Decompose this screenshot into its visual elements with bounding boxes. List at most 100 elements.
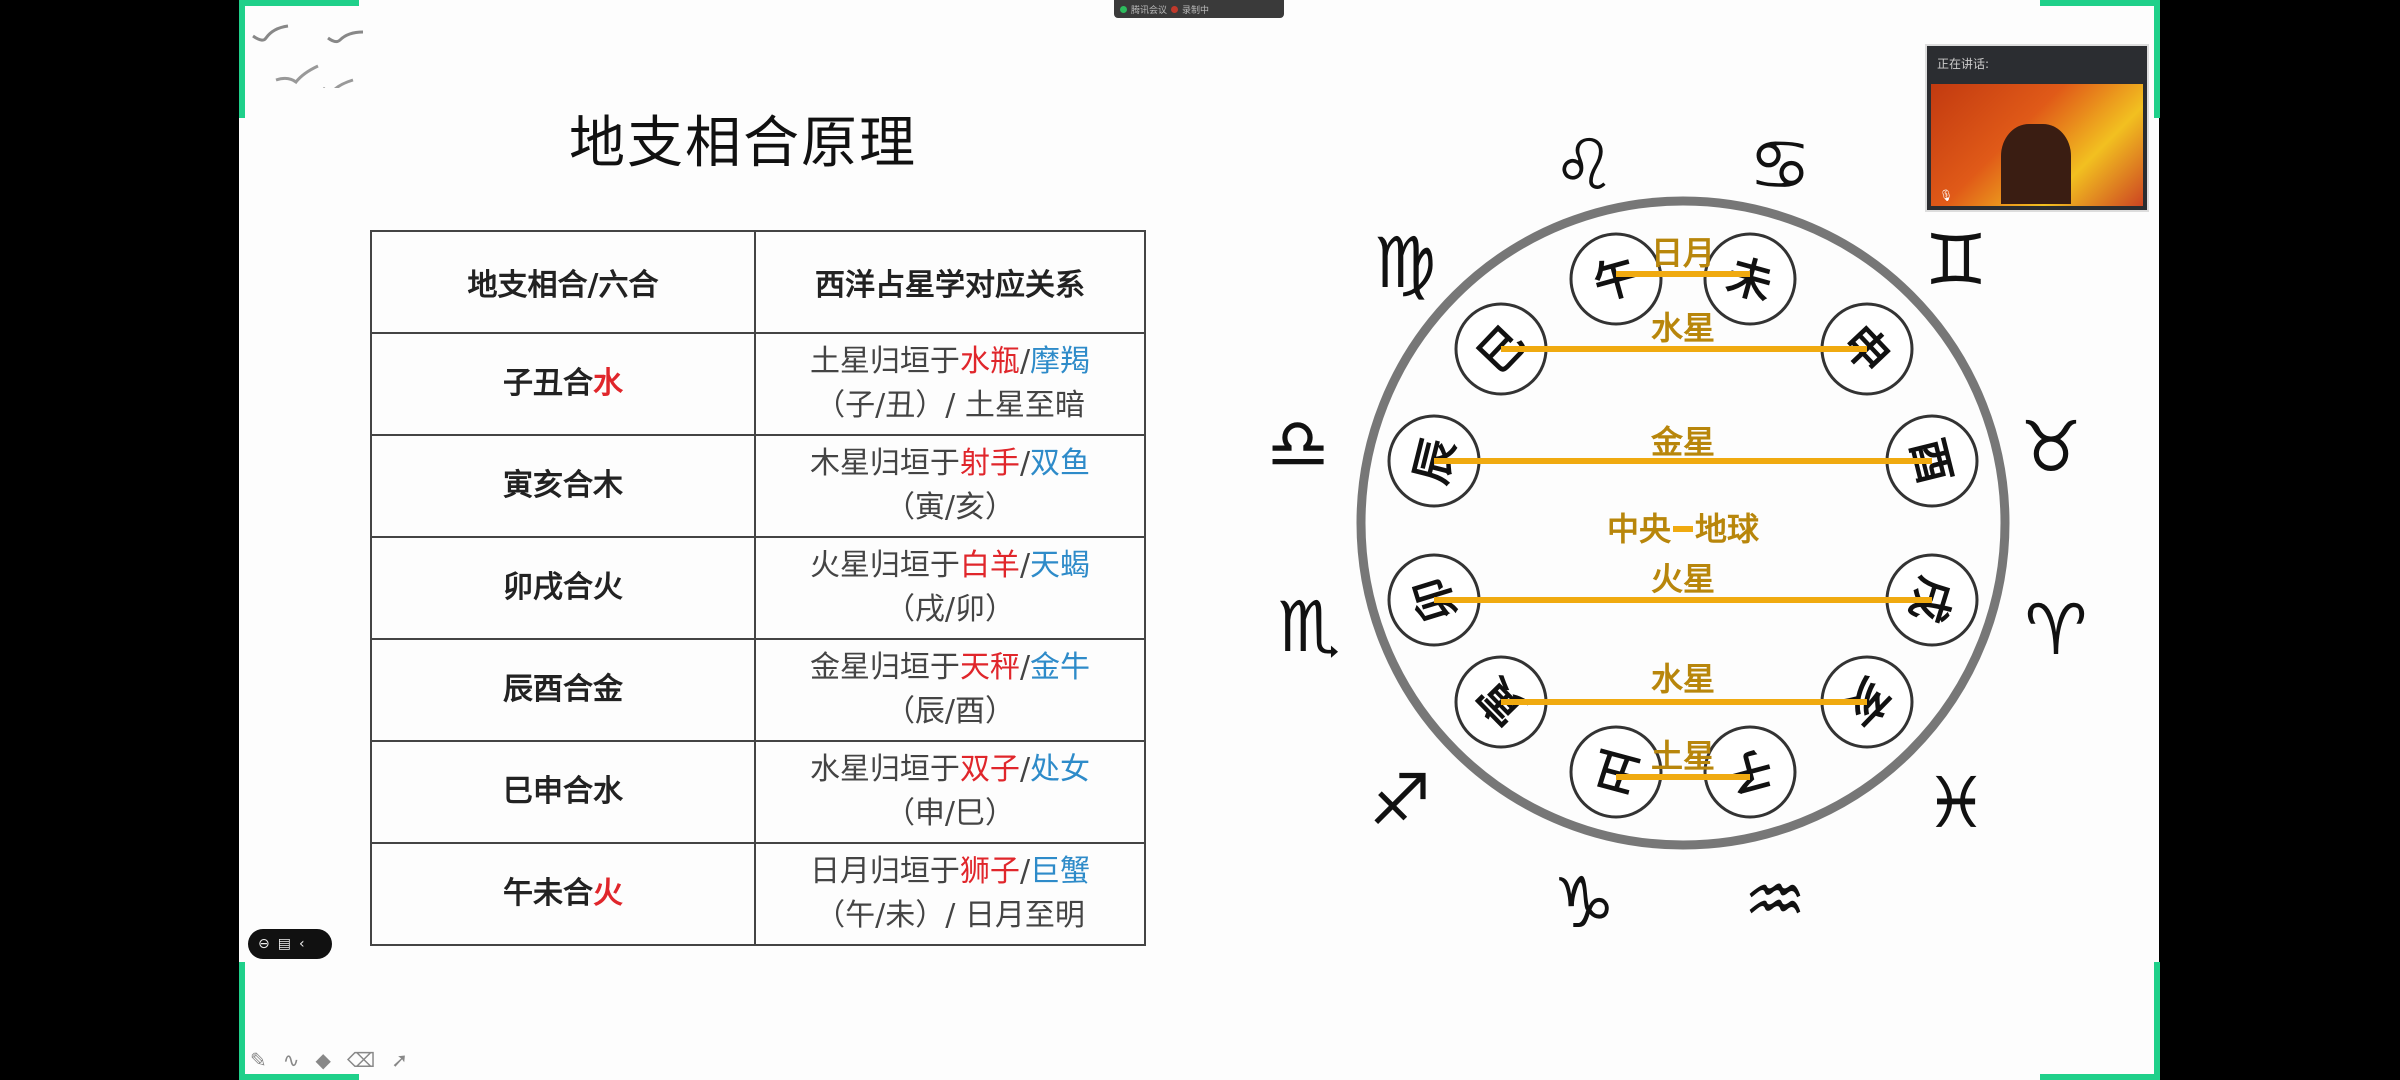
branch-combination-table: 地支相合/六合 西洋占星学对应关系 子丑合水 土星归垣于水瓶/摩羯（子/丑）/ … — [370, 230, 1146, 946]
pair-text: 午未合 — [503, 876, 593, 911]
share-border-corner — [239, 0, 245, 118]
astrology-cell: 日月归垣于狮子/巨蟹（午/未）/ 日月至明 — [754, 842, 1146, 946]
pair-text: 辰酉合 — [503, 672, 593, 707]
chat-icon[interactable]: ▤ — [277, 936, 291, 952]
share-border-corner — [2040, 0, 2160, 6]
table-row: 寅亥合木 木星归垣于射手/双鱼（寅/亥） — [370, 434, 1146, 538]
zodiac-sign-icon: ♋ — [1749, 124, 1812, 206]
zodiac-sign-icon: ♒ — [1744, 859, 1807, 941]
detail-text: （戌/卯） — [884, 592, 1016, 627]
speaker-video-tile[interactable]: 正在讲话: 🎙︎ — [1925, 44, 2149, 212]
share-border-corner — [239, 1074, 359, 1080]
share-border-corner — [2154, 0, 2160, 118]
speaker-silhouette — [2001, 124, 2071, 204]
pair-cell: 寅亥合木 — [370, 434, 756, 538]
zodiac-sign-icon: ♏ — [1278, 586, 1341, 668]
pair-cell: 午未合火 — [370, 842, 756, 946]
zodiac-sign-icon: ♍ — [1374, 222, 1437, 304]
sign-blue: 摩羯 — [1030, 344, 1091, 379]
zodiac-sign-icon: ♐ — [1369, 759, 1432, 841]
pair-cell: 子丑合水 — [370, 332, 756, 436]
planet-text: 木星归垣于 — [809, 446, 960, 481]
eraser-icon[interactable]: ⌫ — [346, 1048, 376, 1072]
sign-blue: 处女 — [1030, 752, 1091, 787]
astrology-cell: 金星归垣于天秤/金牛（辰/酉） — [754, 638, 1146, 742]
astrology-cell: 水星归垣于双子/处女（申/巳） — [754, 740, 1146, 844]
element-text: 火 — [593, 876, 623, 911]
planet-label: 水星 — [1651, 660, 1715, 698]
element-text: 水 — [593, 774, 623, 809]
floating-toolbar[interactable]: ⊖ ▤ ‹ — [248, 929, 332, 959]
element-text: 木 — [593, 468, 623, 503]
video-feed: 🎙︎ — [1931, 84, 2143, 206]
app-label: 腾讯会议 — [1131, 5, 1168, 16]
column-header: 西洋占星学对应关系 — [754, 230, 1146, 334]
pair-cell: 巳申合水 — [370, 740, 756, 844]
pair-text: 子丑合 — [503, 366, 593, 401]
sign-red: 射手 — [959, 446, 1020, 481]
annotation-tools: ✎ ∿ ◆ ⌫ ➚ — [250, 1048, 408, 1072]
detail-text: （子/丑）/ 土星至暗 — [815, 388, 1085, 423]
sign-blue: 巨蟹 — [1030, 854, 1091, 889]
minus-icon[interactable]: ⊖ — [258, 936, 270, 952]
sign-red: 天秤 — [959, 650, 1020, 685]
curve-icon[interactable]: ∿ — [282, 1048, 300, 1072]
center-label-right: 地球 — [1695, 510, 1760, 548]
sign-red: 水瓶 — [959, 344, 1020, 379]
planet-text: 土星归垣于 — [809, 344, 960, 379]
sign-blue: 天蝎 — [1030, 548, 1091, 583]
zodiac-sign-icon: ♓ — [1925, 762, 1988, 844]
sign-blue: 双鱼 — [1030, 446, 1091, 481]
birds-decoration — [252, 24, 364, 88]
astrology-cell: 木星归垣于射手/双鱼（寅/亥） — [754, 434, 1146, 538]
share-border-corner — [239, 0, 359, 6]
network-icon — [1120, 5, 1127, 13]
collapse-icon[interactable]: ‹ — [298, 936, 305, 952]
detail-text: （辰/酉） — [884, 694, 1016, 729]
table-row: 巳申合水 水星归垣于双子/处女（申/巳） — [370, 740, 1146, 844]
sign-red: 白羊 — [959, 548, 1020, 583]
pointer-icon[interactable]: ➚ — [391, 1048, 408, 1072]
astrology-cell: 土星归垣于水瓶/摩羯（子/丑）/ 土星至暗 — [754, 332, 1146, 436]
pair-text: 寅亥合 — [503, 468, 593, 503]
table-row: 午未合火 日月归垣于狮子/巨蟹（午/未）/ 日月至明 — [370, 842, 1146, 946]
share-border-corner — [239, 962, 245, 1080]
column-header: 地支相合/六合 — [370, 230, 756, 334]
element-text: 水 — [593, 366, 623, 401]
share-border-corner — [2154, 962, 2160, 1080]
mic-icon: 🎙︎ — [1939, 189, 1953, 202]
branch-circle — [1569, 725, 1663, 819]
meeting-status-bar[interactable]: 腾讯会议 录制中 — [1114, 0, 1284, 18]
planet-label: 日月 — [1651, 234, 1715, 272]
branch-circle — [1703, 725, 1797, 819]
speaking-label: 正在讲话: — [1937, 57, 1990, 71]
branch-circle — [1703, 232, 1797, 326]
branch-circle — [1569, 232, 1663, 326]
planet-label: 水星 — [1651, 309, 1715, 347]
zodiac-sign-icon: ♊ — [1925, 219, 1988, 301]
pair-cell: 卯戌合火 — [370, 536, 756, 640]
element-text: 金 — [593, 672, 623, 707]
pair-cell: 辰酉合金 — [370, 638, 756, 742]
planet-label: 火星 — [1651, 560, 1715, 598]
table-row: 卯戌合火 火星归垣于白羊/天蝎（戌/卯） — [370, 536, 1146, 640]
outer-ring — [1356, 196, 2010, 850]
recording-label: 录制中 — [1182, 5, 1210, 16]
sign-red: 双子 — [959, 752, 1020, 787]
table-row: 子丑合水 土星归垣于水瓶/摩羯（子/丑）/ 土星至暗 — [370, 332, 1146, 436]
detail-text: （申/巳） — [884, 796, 1016, 831]
planet-text: 日月归垣于 — [809, 854, 960, 889]
zodiac-sign-icon: ♑ — [1553, 862, 1616, 944]
element-text: 火 — [593, 570, 623, 605]
zodiac-sign-icon: ♌ — [1553, 124, 1616, 206]
detail-text: （寅/亥） — [884, 490, 1016, 525]
table-row: 辰酉合金 金星归垣于天秤/金牛（辰/酉） — [370, 638, 1146, 742]
sign-red: 狮子 — [959, 854, 1020, 889]
shape-icon[interactable]: ◆ — [315, 1048, 331, 1072]
zodiac-sign-icon: ♎ — [1267, 403, 1330, 485]
zodiac-sign-icon: ♈ — [2025, 589, 2088, 671]
share-border-corner — [2040, 1074, 2160, 1080]
pen-icon[interactable]: ✎ — [250, 1048, 267, 1072]
pair-text: 巳申合 — [503, 774, 593, 809]
